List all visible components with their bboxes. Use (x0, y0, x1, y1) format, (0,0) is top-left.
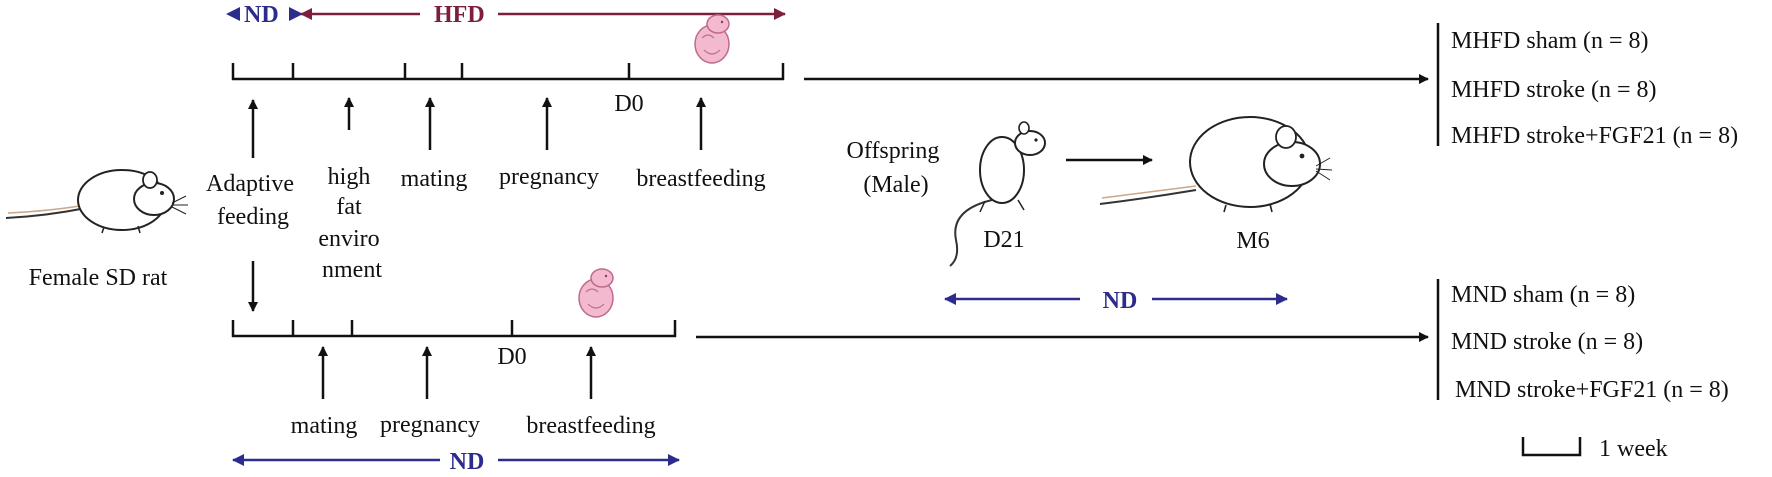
month6-label: M6 (1236, 228, 1269, 254)
mhfd-sham-label: MHFD sham (n = 8) (1451, 28, 1649, 54)
mhfd-stroke-label: MHFD stroke (n = 8) (1451, 77, 1657, 103)
bottom-timeline: D0 mating pregnancy breastfeeding (231, 268, 1429, 439)
adaptive-feeding-label: Adaptive feeding (206, 171, 300, 230)
mnd-sham-label: MND sham (n = 8) (1451, 282, 1635, 308)
young-rat-icon (949, 121, 1046, 267)
mhfd-stroke-fgf21-label: MHFD stroke+FGF21 (n = 8) (1451, 123, 1738, 149)
mnd-groups: MND sham (n = 8) MND stroke (n = 8) MND … (1436, 279, 1729, 403)
top-timeline: D0 Adaptive feeding high fat enviro nmen… (206, 14, 1429, 283)
offspring-nd-label: ND (1103, 288, 1138, 314)
mhfd-groups: MHFD sham (n = 8) MHFD stroke (n = 8) MH… (1436, 23, 1738, 149)
top-mating-label: mating (401, 166, 468, 192)
rat-icon (1099, 116, 1333, 213)
top-nd-label: ND (244, 2, 279, 28)
pup-icon (694, 14, 730, 64)
rat-icon (5, 169, 188, 234)
top-nd-left-arrowhead (226, 7, 240, 21)
top-pregnancy-label: pregnancy (499, 164, 599, 190)
bottom-nd-label: ND (450, 449, 485, 475)
bottom-mating-label: mating (291, 413, 358, 439)
top-diet-bar: ND HFD (226, 2, 786, 28)
offspring-diet-bar: ND (944, 288, 1288, 314)
scale-bar: 1 week (1521, 436, 1668, 462)
bottom-d0-label: D0 (497, 344, 526, 370)
top-nd-right-arrowhead (289, 7, 303, 21)
female-rat-label: Female SD rat (29, 265, 168, 291)
mnd-stroke-fgf21-label: MND stroke+FGF21 (n = 8) (1455, 377, 1729, 403)
pup-icon (578, 268, 614, 318)
top-breastfeeding-label: breastfeeding (636, 166, 765, 192)
bottom-diet-bar: ND (232, 449, 680, 475)
day21-label: D21 (983, 227, 1024, 253)
bottom-pregnancy-label: pregnancy (380, 412, 480, 438)
bottom-breastfeeding-label: breastfeeding (526, 413, 655, 439)
mnd-stroke-label: MND stroke (n = 8) (1451, 329, 1643, 355)
offspring-label: Offspring (Male) (847, 138, 946, 198)
high-fat-environment-label: high fat enviro nment (318, 164, 385, 283)
hfd-label: HFD (434, 2, 485, 28)
top-d0-label: D0 (614, 91, 643, 117)
scale-bar-label: 1 week (1599, 436, 1668, 462)
